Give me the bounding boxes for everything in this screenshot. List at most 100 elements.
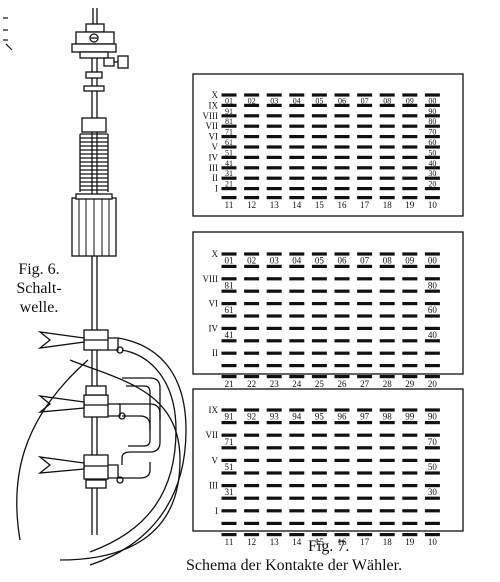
contact-bar (289, 484, 305, 488)
contact-bar (289, 166, 305, 170)
contact-bar (334, 93, 350, 97)
contact-bar (289, 421, 305, 425)
contact-bar (311, 533, 327, 537)
contact-bar (311, 155, 327, 159)
contact-bar (357, 135, 373, 139)
contact-bar (334, 252, 350, 256)
row-label: IX (209, 405, 219, 415)
contact-bar (334, 114, 350, 118)
contact-bar (402, 375, 418, 379)
contact-bar (244, 103, 260, 107)
contact-bar (311, 364, 327, 368)
contact-bar (379, 264, 395, 268)
contact-bar (424, 351, 440, 355)
contact-number-top: 06 (338, 256, 348, 266)
contact-bar (357, 458, 373, 462)
contact-bar (424, 155, 440, 159)
contact-number-top: 91 (225, 412, 234, 422)
fig6-number: Fig. 6. (18, 261, 60, 278)
contact-number-top: 03 (270, 96, 278, 105)
contact-bar (379, 93, 395, 97)
contact-bar (221, 176, 237, 180)
contact-bar (244, 252, 260, 256)
contact-number-top: 99 (405, 412, 415, 422)
row-label: X (212, 90, 219, 100)
contact-bar (402, 145, 418, 149)
contact-number-bottom: 14 (292, 200, 302, 210)
contact-number-bottom: 13 (270, 200, 280, 210)
contact-number-left: 81 (225, 117, 233, 126)
contact-number-right: 90 (428, 107, 436, 116)
contact-bar (424, 93, 440, 97)
contact-bar (424, 196, 440, 200)
contact-number-left: 91 (225, 107, 233, 116)
contact-bar (221, 252, 237, 256)
row-label: IV (209, 323, 219, 333)
contact-bar (424, 339, 440, 343)
edge-marks (3, 17, 13, 51)
contact-bar (424, 408, 440, 412)
contact-number-top: 08 (383, 256, 393, 266)
contact-bar (379, 339, 395, 343)
contact-bar (221, 103, 237, 107)
contact-number-bottom: 18 (383, 200, 393, 210)
contact-bar (424, 314, 440, 318)
contact-bar (266, 484, 282, 488)
contact-bar (221, 124, 237, 128)
contact-number-right: 80 (428, 117, 436, 126)
contact-number-left: 41 (225, 330, 234, 340)
contact-bar (289, 408, 305, 412)
contact-number-right: 20 (428, 180, 436, 189)
contact-bar (334, 471, 350, 475)
contact-number-top: 06 (338, 96, 346, 105)
wiper-1 (37, 329, 124, 354)
contact-number-top: 96 (338, 412, 348, 422)
contact-bar (266, 103, 282, 107)
contact-bar (311, 252, 327, 256)
contact-bar (266, 176, 282, 180)
contact-bar (221, 264, 237, 268)
contact-bar (244, 187, 260, 191)
contact-number-bottom: 18 (383, 537, 393, 547)
contact-bar (357, 93, 373, 97)
fig6-caption: Fig. 6. Schalt- welle. (8, 260, 70, 317)
contact-bar (244, 264, 260, 268)
contact-bar (334, 433, 350, 437)
contact-bar (402, 484, 418, 488)
contact-bar (402, 509, 418, 513)
contact-bar (402, 339, 418, 343)
contact-bar (244, 375, 260, 379)
contact-bar (266, 155, 282, 159)
contact-number-right: 40 (428, 159, 436, 168)
contact-bar (244, 277, 260, 281)
row-label: IX (209, 100, 219, 110)
contact-bar (311, 521, 327, 525)
contact-bar (379, 326, 395, 330)
contact-bar (244, 421, 260, 425)
contact-bar (379, 252, 395, 256)
contact-bar (244, 176, 260, 180)
contact-bar (357, 264, 373, 268)
contact-bar (402, 496, 418, 500)
contact-bar (334, 145, 350, 149)
row-label: VIII (203, 111, 219, 121)
contact-bar (379, 421, 395, 425)
contact-bar (424, 446, 440, 450)
contact-bar (289, 351, 305, 355)
contact-bar (221, 289, 237, 293)
contact-bar (402, 114, 418, 118)
contact-bar (334, 364, 350, 368)
contact-bar (266, 302, 282, 306)
contact-bar (357, 408, 373, 412)
contact-bar (424, 375, 440, 379)
contact-bar (311, 264, 327, 268)
contact-bar (379, 145, 395, 149)
contact-bar (266, 458, 282, 462)
contact-bar (266, 339, 282, 343)
contact-bar (266, 496, 282, 500)
contact-bar (266, 446, 282, 450)
contact-bar (402, 135, 418, 139)
